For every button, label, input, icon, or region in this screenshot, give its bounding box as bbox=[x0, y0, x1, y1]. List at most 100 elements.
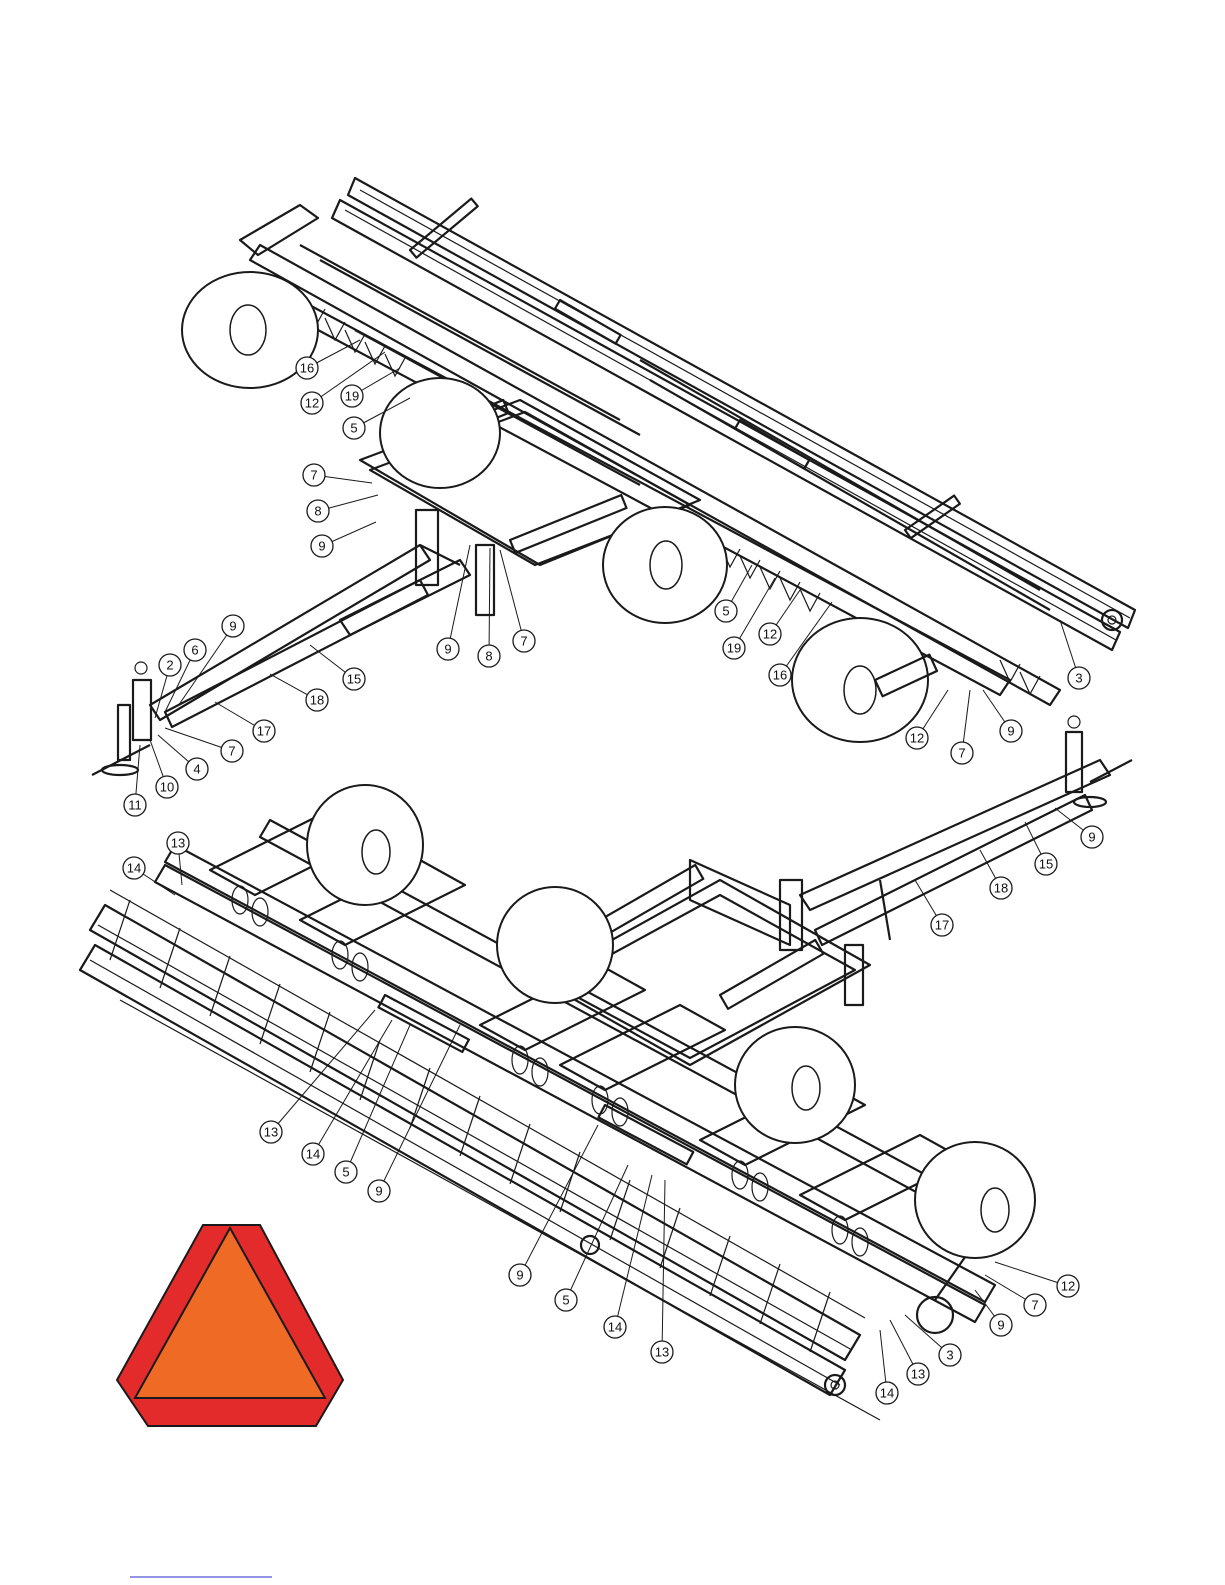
callout-number: 9 bbox=[229, 619, 236, 634]
callout-number: 9 bbox=[318, 539, 325, 554]
part-callout-19: 19 bbox=[341, 385, 363, 407]
callout-number: 7 bbox=[958, 746, 965, 761]
callout-number: 5 bbox=[722, 604, 729, 619]
part-callout-17: 17 bbox=[253, 720, 275, 742]
part-callout-9: 9 bbox=[509, 1264, 531, 1286]
part-callout-5: 5 bbox=[335, 1161, 357, 1183]
callout-number: 9 bbox=[1088, 830, 1095, 845]
part-callout-3: 3 bbox=[939, 1344, 961, 1366]
callout-number: 15 bbox=[1039, 857, 1053, 872]
part-callout-8: 8 bbox=[307, 500, 329, 522]
callout-number: 6 bbox=[191, 643, 198, 658]
part-callout-12: 12 bbox=[1057, 1275, 1079, 1297]
part-callout-5: 5 bbox=[715, 600, 737, 622]
part-callout-13: 13 bbox=[651, 1341, 673, 1363]
callout-number: 19 bbox=[345, 389, 359, 404]
callout-number: 17 bbox=[257, 724, 271, 739]
part-callout-7: 7 bbox=[221, 740, 243, 762]
callout-number: 15 bbox=[347, 672, 361, 687]
part-callout-11: 11 bbox=[124, 794, 146, 816]
callout-number: 9 bbox=[516, 1268, 523, 1283]
callout-number: 5 bbox=[342, 1165, 349, 1180]
part-callout-9: 9 bbox=[990, 1314, 1012, 1336]
callout-number: 19 bbox=[727, 641, 741, 656]
part-callout-12: 12 bbox=[301, 392, 323, 414]
callout-number: 3 bbox=[1075, 671, 1082, 686]
callout-number: 14 bbox=[608, 1320, 622, 1335]
callout-number: 10 bbox=[160, 780, 174, 795]
part-callout-15: 15 bbox=[1035, 853, 1057, 875]
part-callout-14: 14 bbox=[876, 1382, 898, 1404]
slow-moving-vehicle-emblem bbox=[117, 1225, 343, 1426]
callout-number: 7 bbox=[310, 468, 317, 483]
callout-number: 12 bbox=[763, 627, 777, 642]
callout-number: 12 bbox=[910, 731, 924, 746]
callout-leader bbox=[313, 1020, 392, 1154]
callout-number: 14 bbox=[127, 861, 141, 876]
part-callout-9: 9 bbox=[1000, 720, 1022, 742]
part-callout-14: 14 bbox=[123, 857, 145, 879]
callout-number: 7 bbox=[228, 744, 235, 759]
part-callout-18: 18 bbox=[990, 877, 1012, 899]
part-callout-16: 16 bbox=[769, 664, 791, 686]
callout-number: 9 bbox=[1007, 724, 1014, 739]
part-callout-7: 7 bbox=[513, 630, 535, 652]
part-callout-13: 13 bbox=[260, 1121, 282, 1143]
callout-number: 5 bbox=[562, 1293, 569, 1308]
part-callout-13: 13 bbox=[907, 1363, 929, 1385]
top-machine-frame bbox=[92, 178, 1135, 775]
callout-number: 14 bbox=[880, 1386, 894, 1401]
part-callout-7: 7 bbox=[1024, 1294, 1046, 1316]
callout-number: 8 bbox=[314, 504, 321, 519]
callout-number: 9 bbox=[997, 1318, 1004, 1333]
part-callout-15: 15 bbox=[343, 668, 365, 690]
callout-number: 12 bbox=[1061, 1279, 1075, 1294]
callout-number: 14 bbox=[306, 1147, 320, 1162]
part-callout-6: 6 bbox=[184, 639, 206, 661]
part-callout-5: 5 bbox=[343, 417, 365, 439]
callout-number: 18 bbox=[994, 881, 1008, 896]
callout-number: 3 bbox=[946, 1348, 953, 1363]
callout-number: 13 bbox=[655, 1345, 669, 1360]
callout-number: 17 bbox=[935, 918, 949, 933]
callout-number: 11 bbox=[128, 798, 142, 813]
part-callout-14: 14 bbox=[302, 1143, 324, 1165]
part-callout-12: 12 bbox=[906, 727, 928, 749]
callout-number: 4 bbox=[193, 762, 200, 777]
top-machine-tires bbox=[182, 272, 937, 742]
callout-number: 2 bbox=[166, 658, 173, 673]
part-callout-16: 16 bbox=[296, 357, 318, 379]
part-callout-10: 10 bbox=[156, 776, 178, 798]
part-callout-19: 19 bbox=[723, 637, 745, 659]
part-callout-4: 4 bbox=[186, 758, 208, 780]
part-callout-5: 5 bbox=[555, 1289, 577, 1311]
part-callout-8: 8 bbox=[478, 645, 500, 667]
callout-number: 7 bbox=[1031, 1298, 1038, 1313]
part-callout-3: 3 bbox=[1068, 667, 1090, 689]
callout-number: 18 bbox=[310, 693, 324, 708]
callout-number: 5 bbox=[350, 421, 357, 436]
callout-leader bbox=[489, 548, 490, 656]
part-callout-9: 9 bbox=[222, 615, 244, 637]
part-callout-9: 9 bbox=[1081, 826, 1103, 848]
callout-number: 9 bbox=[375, 1184, 382, 1199]
callout-number: 9 bbox=[444, 642, 451, 657]
part-callout-2: 2 bbox=[159, 654, 181, 676]
part-callout-7: 7 bbox=[951, 742, 973, 764]
callout-number: 16 bbox=[300, 361, 314, 376]
part-callout-7: 7 bbox=[303, 464, 325, 486]
part-callout-14: 14 bbox=[604, 1316, 626, 1338]
callout-leader bbox=[500, 550, 524, 641]
callout-number: 13 bbox=[171, 836, 185, 851]
callout-number: 12 bbox=[305, 396, 319, 411]
part-callout-9: 9 bbox=[437, 638, 459, 660]
part-callout-9: 9 bbox=[368, 1180, 390, 1202]
part-callout-17: 17 bbox=[931, 914, 953, 936]
callout-number: 13 bbox=[911, 1367, 925, 1382]
part-callout-12: 12 bbox=[759, 623, 781, 645]
callout-number: 16 bbox=[773, 668, 787, 683]
callout-number: 7 bbox=[520, 634, 527, 649]
callout-number: 8 bbox=[485, 649, 492, 664]
part-callout-9: 9 bbox=[311, 535, 333, 557]
